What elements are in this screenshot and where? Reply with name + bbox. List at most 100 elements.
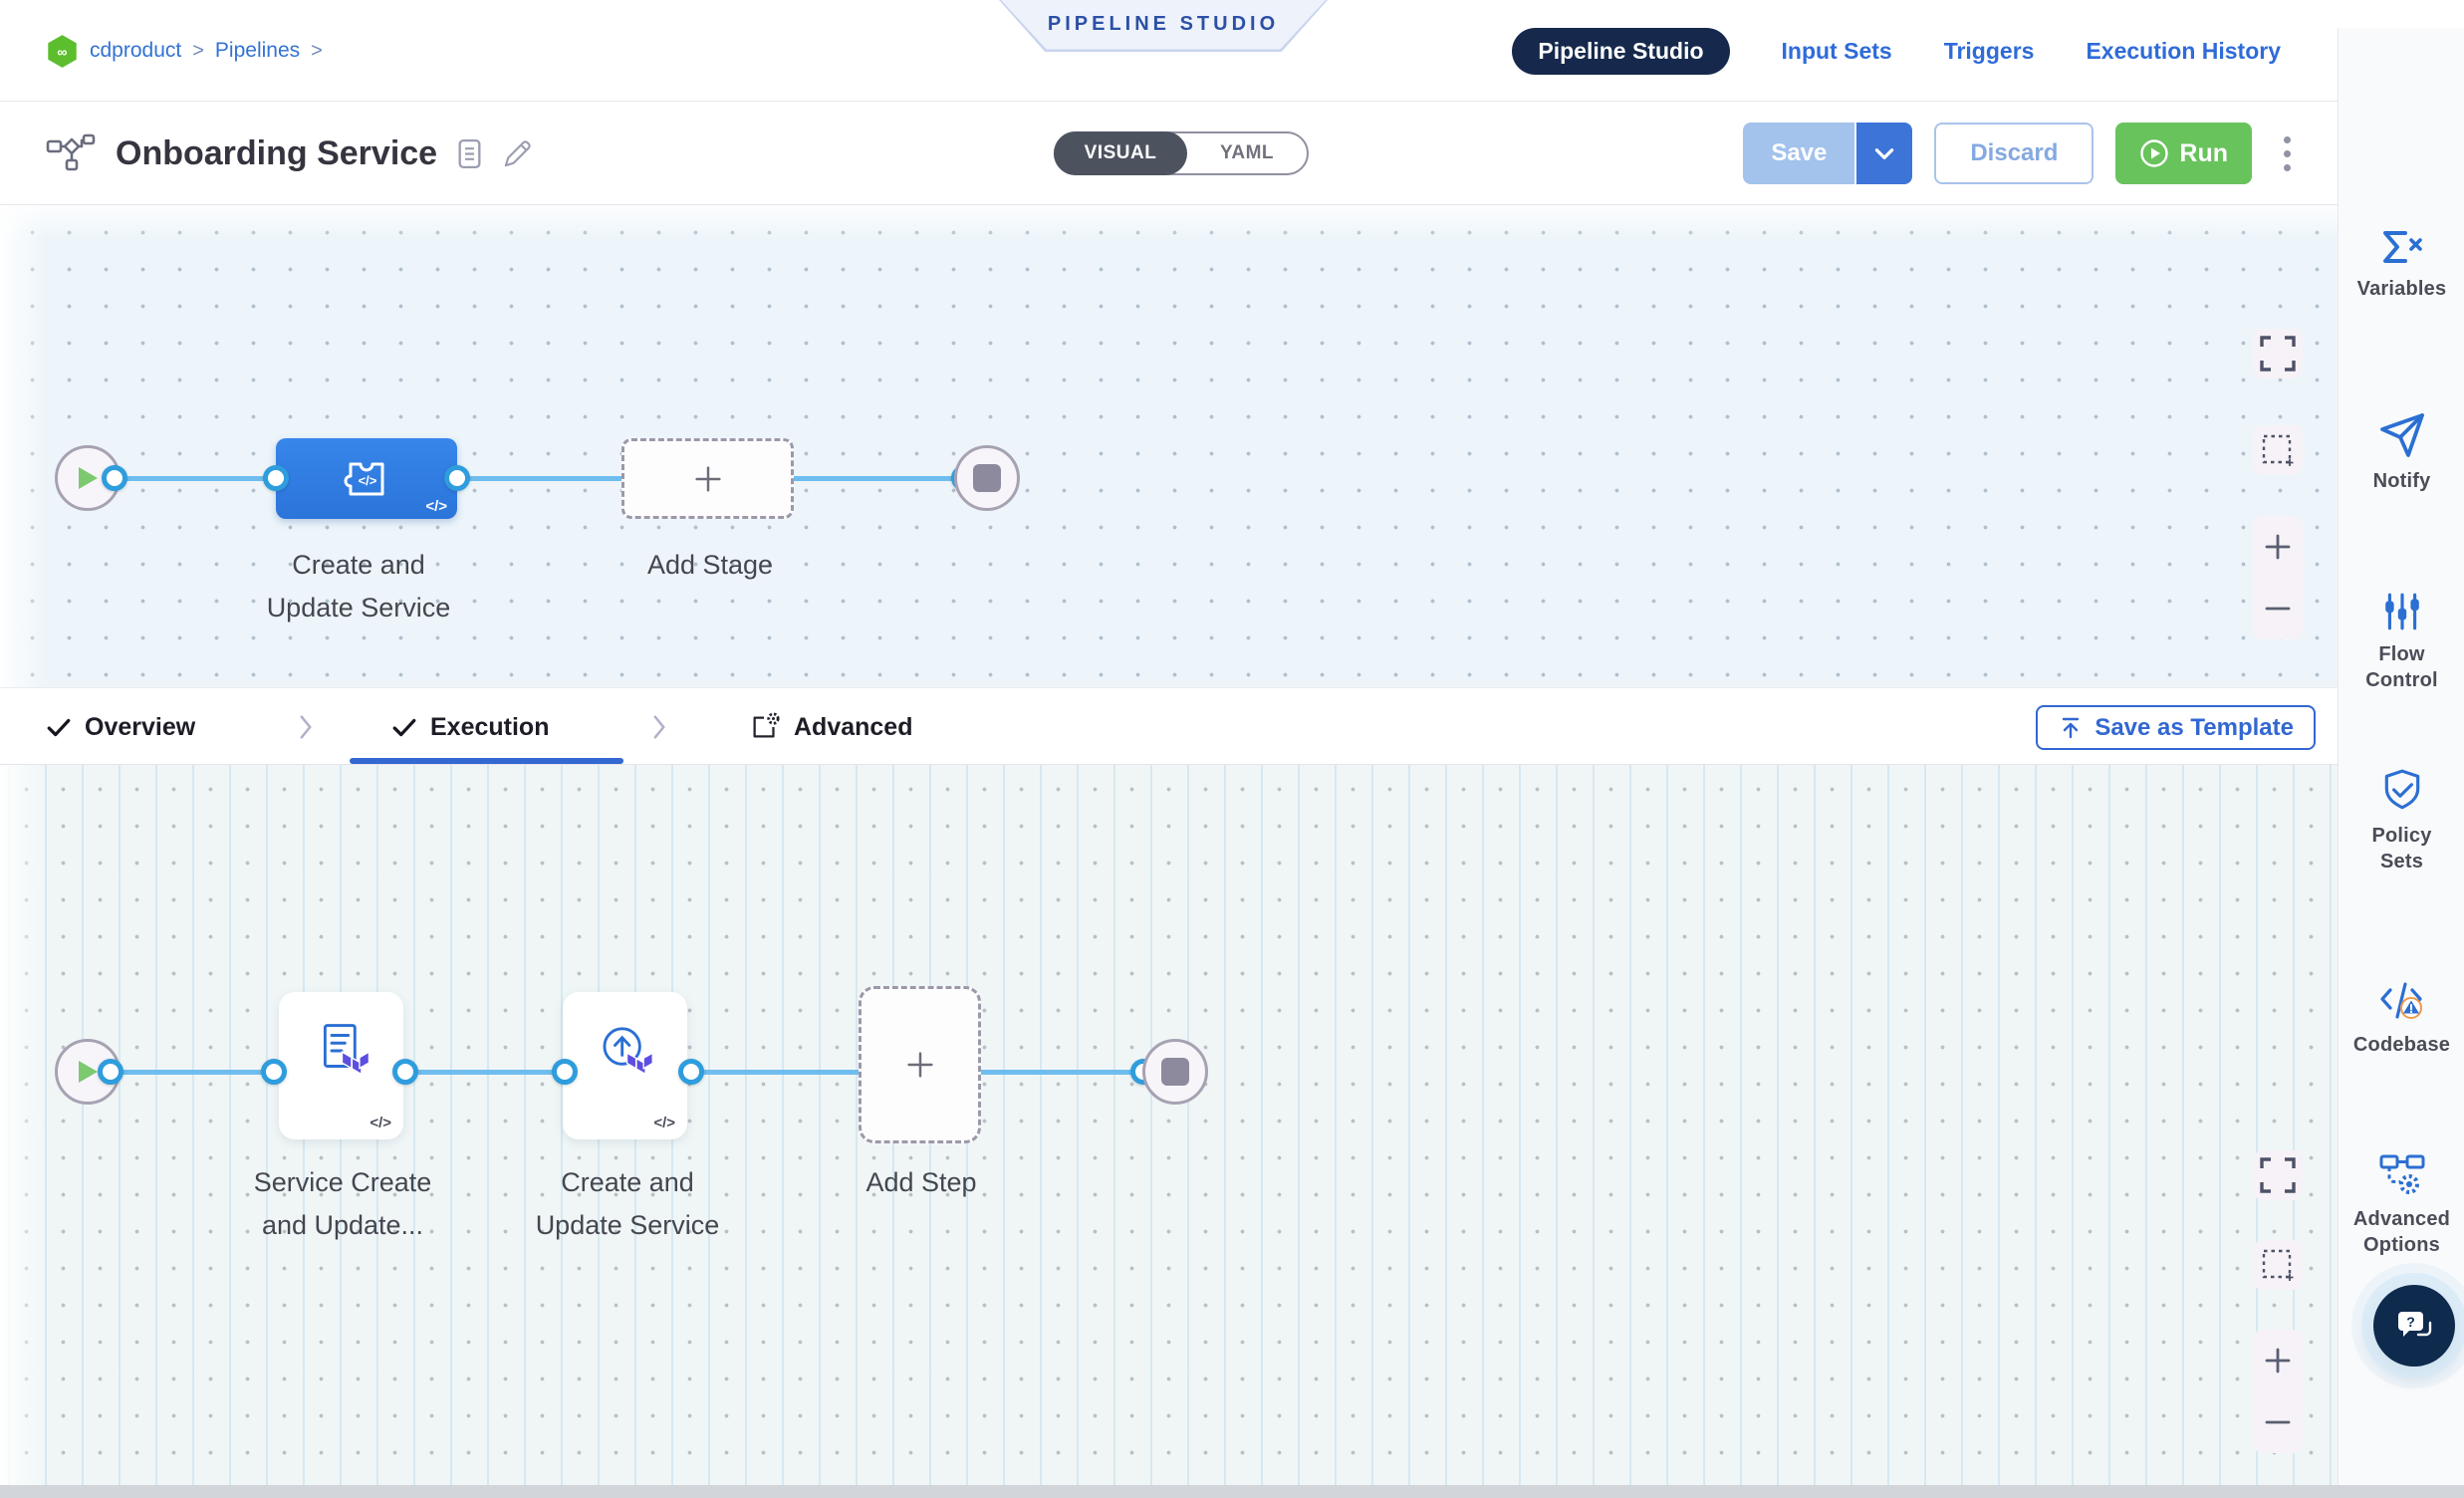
code-warning-icon bbox=[2379, 982, 2422, 1019]
tab-advanced[interactable]: Advanced bbox=[749, 688, 912, 766]
save-button[interactable]: Save bbox=[1743, 123, 1855, 184]
save-as-template-button[interactable]: Save as Template bbox=[2036, 705, 2316, 750]
chevron-right-icon bbox=[300, 715, 312, 739]
pipeline-toolbar: Onboarding Service VISUAL YAML Save Disc… bbox=[0, 102, 2338, 205]
panel-item-label: Flow Control bbox=[2365, 643, 2438, 691]
breadcrumb-project-link[interactable]: cdproduct bbox=[90, 39, 182, 62]
panel-item-policy-sets[interactable]: Policy Sets bbox=[2339, 768, 2464, 874]
breadcrumb-separator: > bbox=[311, 39, 323, 62]
breadcrumb-separator: > bbox=[192, 39, 204, 62]
zoom-out-button[interactable] bbox=[2253, 578, 2303, 639]
cd-module-icon: ∞ bbox=[48, 34, 77, 68]
add-stage-button[interactable] bbox=[621, 438, 794, 519]
zoom-in-button[interactable] bbox=[2253, 516, 2303, 578]
panel-item-label: Notify bbox=[2372, 470, 2431, 492]
tab-pipeline-studio[interactable]: Pipeline Studio bbox=[1512, 27, 1730, 75]
canvas-fade bbox=[0, 205, 2338, 239]
step1-label: Service Create and Update... bbox=[253, 1167, 432, 1240]
visual-yaml-toggle: VISUAL YAML bbox=[1054, 131, 1309, 175]
edit-pencil-icon[interactable] bbox=[502, 138, 533, 169]
play-circle-icon bbox=[2140, 139, 2169, 167]
tab-overview[interactable]: Overview bbox=[46, 688, 195, 766]
toggle-yaml[interactable]: YAML bbox=[1219, 142, 1275, 163]
pipeline-end-node bbox=[954, 445, 1020, 511]
active-tab-underline bbox=[350, 758, 623, 764]
pipeline-icon bbox=[46, 133, 96, 171]
panel-item-flow-control[interactable]: Flow Control bbox=[2339, 591, 2464, 693]
update-service-step-icon bbox=[603, 1027, 653, 1076]
connector-port bbox=[263, 465, 289, 491]
canvas-select-button[interactable] bbox=[2253, 1240, 2303, 1290]
connector-line bbox=[115, 476, 964, 481]
canvas-select-button[interactable] bbox=[2253, 425, 2303, 475]
studio-right-panel: Variables Notify Flow Control Policy Set… bbox=[2338, 28, 2464, 1498]
panel-item-notify[interactable]: Notify bbox=[2339, 411, 2464, 494]
tab-execution[interactable]: Execution bbox=[391, 688, 549, 766]
save-options-caret[interactable] bbox=[1854, 123, 1913, 184]
minus-icon bbox=[2265, 607, 2291, 611]
panel-item-variables[interactable]: Variables bbox=[2339, 227, 2464, 302]
code-glyph: </> bbox=[370, 1115, 391, 1131]
add-step-button[interactable] bbox=[859, 986, 981, 1143]
panel-item-label: Variables bbox=[2356, 278, 2447, 300]
pipeline-gear-icon bbox=[2379, 1154, 2424, 1194]
breadcrumb-pipelines-link[interactable]: Pipelines bbox=[214, 39, 301, 62]
execution-start-node bbox=[55, 1039, 121, 1105]
code-glyph: </> bbox=[425, 498, 447, 515]
run-button[interactable]: Run bbox=[2115, 123, 2252, 184]
plus-icon bbox=[2265, 534, 2291, 560]
canvas-fullscreen-button[interactable] bbox=[2253, 1150, 2303, 1200]
stage-node-create-update-service[interactable]: </> </> bbox=[276, 438, 457, 519]
sigma-x-icon bbox=[2382, 231, 2422, 263]
panel-item-codebase[interactable]: Codebase bbox=[2339, 979, 2464, 1058]
panel-item-label: Codebase bbox=[2352, 1034, 2451, 1056]
connector-port bbox=[102, 465, 127, 491]
stage-canvas: </> </> Create and Update Service Add St… bbox=[0, 205, 2338, 687]
plus-icon bbox=[694, 465, 721, 492]
stop-icon bbox=[1161, 1058, 1189, 1086]
bottom-edge-bar bbox=[0, 1485, 2464, 1498]
stage-label: Create and Update Service bbox=[266, 550, 451, 623]
marquee-select-icon bbox=[2262, 434, 2294, 466]
step-card-create-update-service[interactable]: </> bbox=[563, 992, 687, 1139]
connector-port bbox=[261, 1059, 287, 1085]
chevron-down-icon bbox=[1875, 148, 1894, 159]
check-icon bbox=[47, 718, 71, 737]
zoom-out-button[interactable] bbox=[2253, 1391, 2303, 1453]
more-options-menu[interactable] bbox=[2274, 130, 2301, 177]
tab-triggers[interactable]: Triggers bbox=[1943, 37, 2035, 64]
tab-input-sets[interactable]: Input Sets bbox=[1781, 37, 1892, 64]
tab-execution-history[interactable]: Execution History bbox=[2086, 37, 2281, 64]
sliders-icon bbox=[2384, 593, 2419, 630]
add-step-label: Add Step bbox=[865, 1167, 977, 1197]
step-card-service-create-update[interactable]: </> bbox=[279, 992, 403, 1139]
discard-button[interactable]: Discard bbox=[1934, 123, 2094, 184]
canvas-zoom-controls bbox=[2253, 516, 2303, 639]
panel-item-advanced-options[interactable]: Advanced Options bbox=[2339, 1153, 2464, 1258]
upload-icon bbox=[2063, 717, 2080, 738]
svg-text:?: ? bbox=[2406, 1314, 2415, 1330]
fullscreen-icon bbox=[2260, 336, 2296, 372]
pipeline-studio-badge: PIPELINE STUDIO bbox=[999, 0, 1328, 52]
zoom-in-button[interactable] bbox=[2253, 1330, 2303, 1391]
stop-icon bbox=[973, 464, 1001, 492]
advanced-gear-icon bbox=[753, 712, 780, 738]
canvas-fade bbox=[0, 765, 46, 1498]
toggle-visual[interactable]: VISUAL bbox=[1054, 131, 1187, 175]
canvas-fullscreen-button[interactable] bbox=[2253, 329, 2303, 378]
breadcrumb: ∞ cdproduct > Pipelines > bbox=[46, 0, 323, 102]
add-stage-label: Add Stage bbox=[646, 550, 774, 580]
canvas-zoom-controls bbox=[2253, 1330, 2303, 1453]
connector-port bbox=[444, 465, 470, 491]
marquee-select-icon bbox=[2262, 1249, 2294, 1281]
code-glyph: </> bbox=[653, 1115, 675, 1131]
description-icon[interactable] bbox=[457, 138, 482, 169]
connector-port bbox=[98, 1059, 123, 1085]
run-button-label: Run bbox=[2179, 138, 2228, 167]
tab-execution-label: Execution bbox=[430, 712, 550, 741]
svg-text:∞: ∞ bbox=[57, 44, 67, 60]
help-chat-button[interactable]: ? bbox=[2373, 1285, 2455, 1367]
tab-overview-label: Overview bbox=[85, 712, 196, 741]
panel-item-label: Policy Sets bbox=[2371, 825, 2432, 873]
plus-icon bbox=[906, 1052, 933, 1078]
